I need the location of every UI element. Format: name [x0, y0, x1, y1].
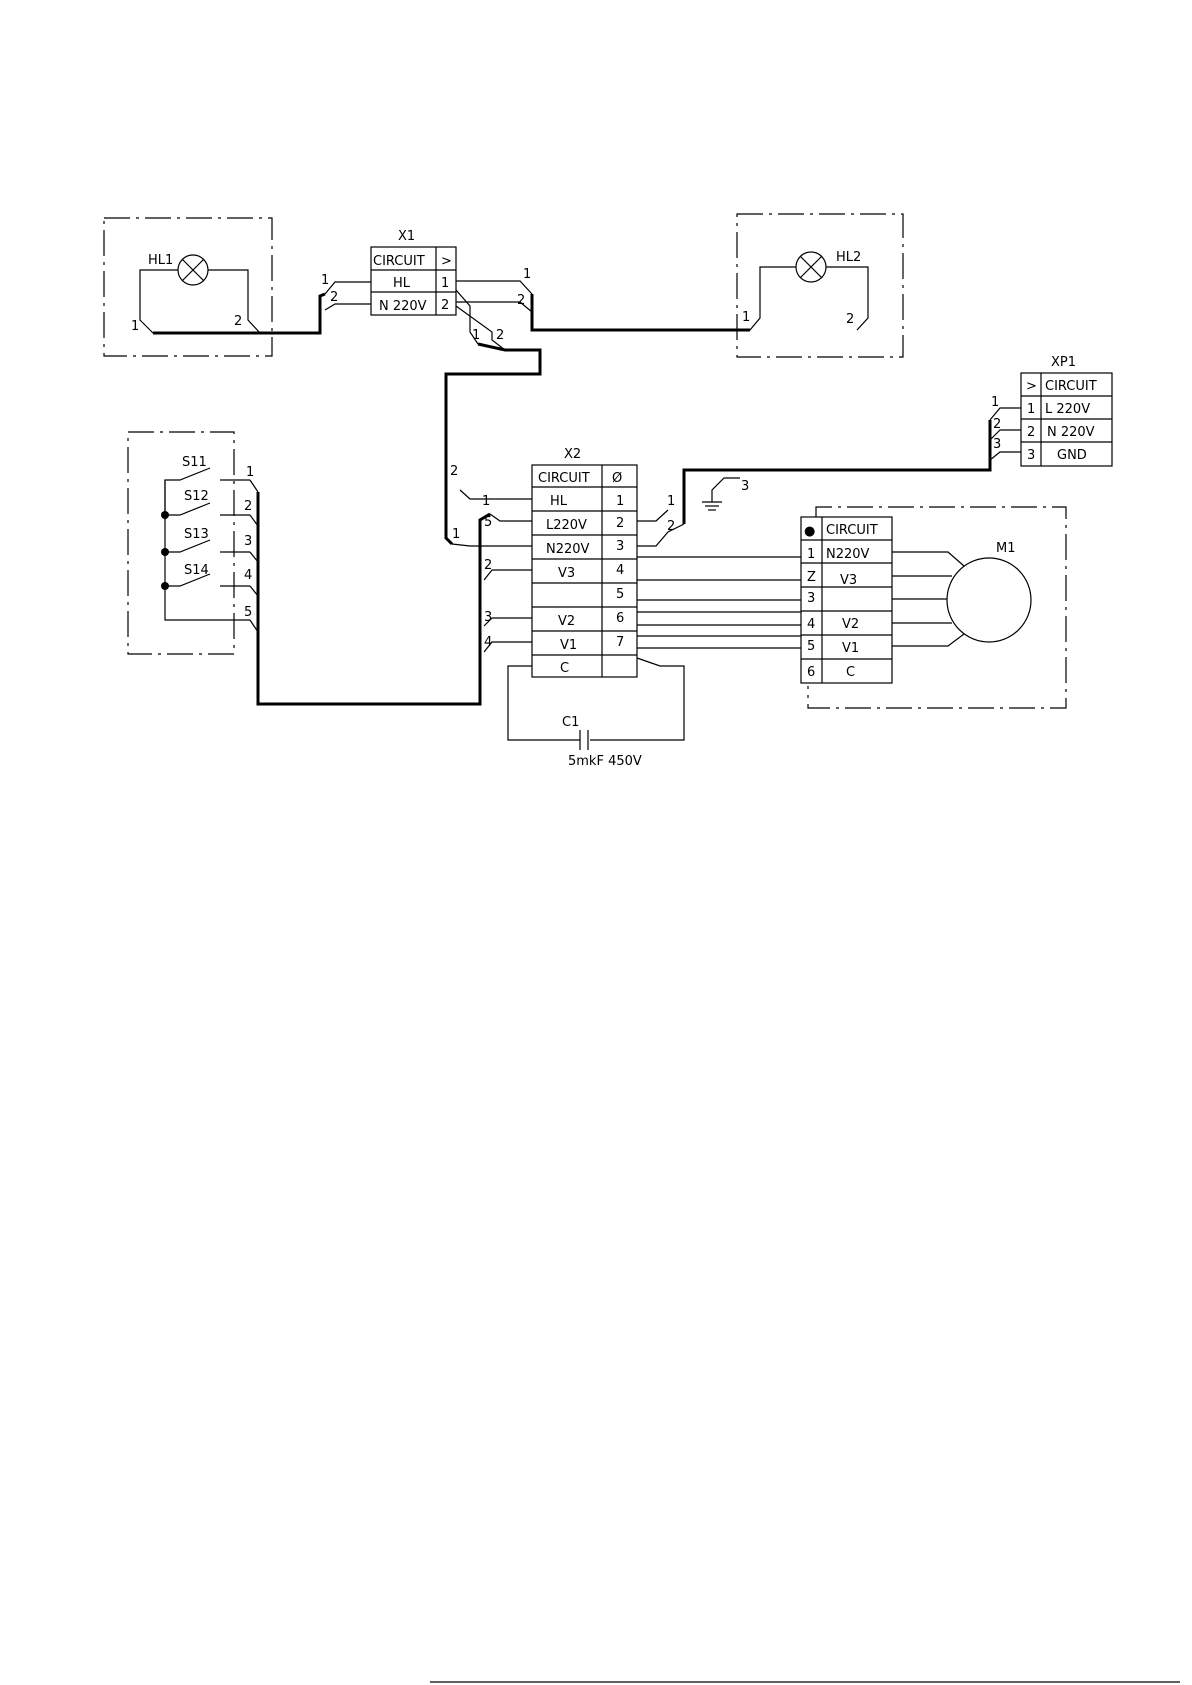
x2-wire-left-2: 2 — [484, 558, 492, 573]
connector-x2-pin1: 1 — [616, 494, 624, 509]
connector-x2-row-n220: N220V — [546, 542, 590, 557]
motor-v3: V3 — [840, 573, 857, 588]
motor-c: C — [846, 665, 855, 680]
connector-xp1-l220: L 220V — [1045, 402, 1090, 417]
connector-x2-pin7: 7 — [616, 635, 624, 650]
connector-x1-header-circuit: CIRCUIT — [373, 254, 425, 269]
connector-x2: X2 CIRCUIT Ø HL 1 L220V 2 N220V 3 V3 4 5… — [450, 447, 684, 677]
connector-x1: X1 CIRCUIT > HL 1 N 220V 2 1 2 1 2 1 2 — [321, 229, 532, 350]
switch-pin-2: 2 — [244, 499, 252, 514]
switch-s12-label: S12 — [184, 489, 209, 504]
capacitor-value: 5mkF 450V — [568, 754, 642, 769]
connector-xp1-pin1: 1 — [1027, 402, 1035, 417]
lamp-hl2-block: HL2 1 2 — [737, 214, 903, 357]
connector-x2-pin5: 5 — [616, 587, 624, 602]
x1-wire-right-2: 2 — [517, 293, 525, 308]
xp1-wire-3: 3 — [993, 437, 1001, 452]
x1-wire-left-2: 2 — [330, 290, 338, 305]
connector-x2-header-symbol: Ø — [612, 471, 622, 486]
connector-x2-row-v3: V3 — [558, 566, 575, 581]
connector-x1-title: X1 — [398, 229, 415, 244]
harness-xp1-x2 — [684, 420, 990, 524]
motor-pin5: 5 — [807, 639, 815, 654]
switch-pin-5: 5 — [244, 605, 252, 620]
connector-xp1-header-circuit: CIRCUIT — [1045, 379, 1097, 394]
connector-x2-row-l220: L220V — [546, 518, 587, 533]
lamp-hl2-housing — [737, 214, 903, 357]
lamp-hl2-pin2: 2 — [846, 312, 854, 327]
harness-x1-hl2 — [532, 294, 750, 330]
switch-pin-4: 4 — [244, 568, 252, 583]
lamp-hl2-pin1: 1 — [742, 310, 750, 325]
motor-pin3: 3 — [807, 591, 815, 606]
x2-wire-left-n: 1 — [452, 527, 460, 542]
connector-x2-row-v1: V1 — [560, 638, 577, 653]
lamp-hl1-pin1: 1 — [131, 319, 139, 334]
harness-switch-x2 — [258, 492, 490, 704]
connector-xp1-header-arrow: > — [1026, 379, 1037, 394]
lamp-hl1-housing — [104, 218, 272, 356]
x2-wire-left-1: 1 — [482, 494, 490, 509]
connector-x2-row-hl: HL — [550, 494, 568, 509]
connector-x1-row-n220: N 220V — [379, 299, 427, 314]
motor-m1: M1 ● CIRCUIT 1 N220V Z V3 3 4 V2 5 V1 6 … — [801, 507, 1066, 708]
connector-x2-title: X2 — [564, 447, 581, 462]
motor-pin1: 1 — [807, 547, 815, 562]
x1-wire-left-1: 1 — [321, 273, 329, 288]
connector-xp1-gnd: GND — [1057, 448, 1087, 463]
connector-xp1-pin2: 2 — [1027, 425, 1035, 440]
connector-xp1-title: XP1 — [1051, 355, 1076, 370]
connector-x1-row-hl-pin: 1 — [441, 276, 449, 291]
motor-v2: V2 — [842, 617, 859, 632]
x1-wire-down-1: 1 — [472, 328, 480, 343]
motor-pin2: Z — [807, 570, 816, 585]
connector-xp1: XP1 > CIRCUIT 1 L 220V 2 N 220V 3 GND 1 … — [990, 355, 1112, 466]
x2-wire-right-1: 1 — [667, 494, 675, 509]
x2-wire-left-4: 4 — [484, 635, 492, 650]
switch-pin-3: 3 — [244, 534, 252, 549]
connector-xp1-pin3: 3 — [1027, 448, 1035, 463]
x2-wire-left-3: 3 — [484, 610, 492, 625]
connector-x2-header-circuit: CIRCUIT — [538, 471, 590, 486]
connector-xp1-n220: N 220V — [1047, 425, 1095, 440]
lamp-hl2-label: HL2 — [836, 250, 861, 265]
connector-x2-row-c: C — [560, 661, 569, 676]
connector-x2-pin3: 3 — [616, 539, 624, 554]
motor-n220: N220V — [826, 547, 870, 562]
motor-label: M1 — [996, 541, 1016, 556]
connector-x2-pin4: 4 — [616, 563, 624, 578]
x2-wire-left-5: 5 — [484, 515, 492, 530]
ground-symbol: 3 — [702, 478, 749, 510]
x2-wire-right-2: 2 — [667, 519, 675, 534]
harness-x1-x2 — [446, 344, 540, 544]
x1-wire-down-2: 2 — [496, 328, 504, 343]
switch-pin-1: 1 — [246, 465, 254, 480]
xp1-wire-2: 2 — [993, 417, 1001, 432]
switch-s13-label: S13 — [184, 527, 209, 542]
connector-x1-row-n220-pin: 2 — [441, 298, 449, 313]
ground-wire-label: 3 — [741, 479, 749, 494]
switch-housing — [128, 432, 234, 654]
x1-wire-right-1: 1 — [523, 267, 531, 282]
connector-x1-header-arrow: > — [441, 254, 452, 269]
motor-header-dot: ● — [804, 524, 815, 539]
connector-x2-pin2: 2 — [616, 516, 624, 531]
motor-symbol — [947, 558, 1031, 642]
xp1-wire-1: 1 — [991, 395, 999, 410]
motor-pin4: 4 — [807, 617, 815, 632]
lamp-hl1-label: HL1 — [148, 253, 173, 268]
motor-pin6: 6 — [807, 665, 815, 680]
x2-wire-left-hl: 2 — [450, 464, 458, 479]
motor-v1: V1 — [842, 641, 859, 656]
connector-x2-row-v2: V2 — [558, 614, 575, 629]
switch-s11-label: S11 — [182, 455, 207, 470]
speed-switch-block: S11 S12 S13 S14 1 2 3 4 5 — [128, 432, 258, 654]
connector-x2-pin6: 6 — [616, 611, 624, 626]
motor-header-circuit: CIRCUIT — [826, 523, 878, 538]
capacitor-label: C1 — [562, 715, 579, 730]
connector-x1-row-hl: HL — [393, 276, 411, 291]
lamp-hl1-pin2: 2 — [234, 314, 242, 329]
lamp-hl1-block: HL1 1 2 — [104, 218, 272, 356]
